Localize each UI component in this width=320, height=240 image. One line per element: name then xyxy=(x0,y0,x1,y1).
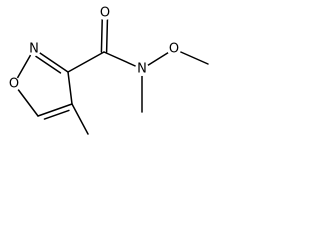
bond-c5-c4-a xyxy=(37,103,73,117)
bond-c3-n1-b xyxy=(35,55,62,74)
chemical-structure: N O O N O xyxy=(7,6,209,135)
ring-nitrogen-atom: N xyxy=(27,42,41,57)
ring-oxygen-atom: O xyxy=(7,77,21,92)
carbonyl-oxygen-atom: O xyxy=(98,6,112,21)
bond-c3-carbonyl xyxy=(67,51,105,73)
amide-nitrogen-atom: N xyxy=(135,62,149,77)
bond-carbonyl-double-b xyxy=(100,12,104,53)
methoxy-oxygen-atom: O xyxy=(167,42,181,57)
svg-text:O: O xyxy=(100,6,110,21)
bond-lines xyxy=(13,12,209,135)
atom-labels: N O O N O xyxy=(7,6,181,92)
bond-c5-c4-b xyxy=(43,109,70,120)
bond-carbonyl-double-a xyxy=(105,12,109,53)
bond-c4-methyl xyxy=(71,103,89,135)
svg-text:O: O xyxy=(169,42,179,57)
svg-text:O: O xyxy=(9,77,19,92)
svg-text:N: N xyxy=(29,42,39,57)
bond-c4-c3 xyxy=(67,71,73,105)
svg-text:N: N xyxy=(137,62,147,77)
